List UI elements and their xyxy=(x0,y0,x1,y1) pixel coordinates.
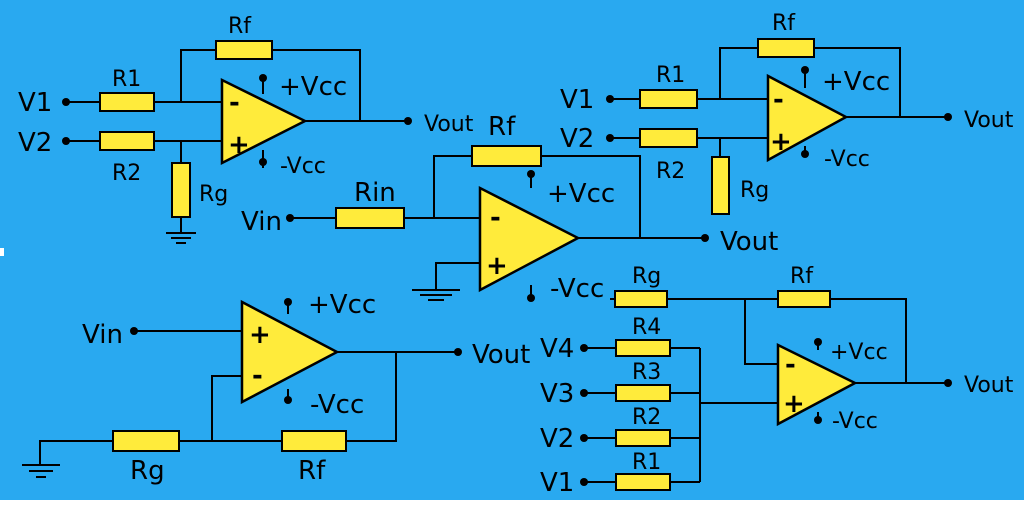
op-amp xyxy=(220,77,308,166)
label-rg: Rg xyxy=(632,264,661,289)
resistor-r2 xyxy=(99,131,155,151)
label-r1: R1 xyxy=(656,63,685,88)
label-minus-vcc: -Vcc xyxy=(832,409,878,434)
resistor-r3 xyxy=(615,384,671,402)
pin-plus: + xyxy=(486,251,508,281)
op-amp xyxy=(240,299,340,405)
label-vin: Vin xyxy=(82,320,123,350)
background-notch xyxy=(0,248,4,256)
label-plus-vcc: +Vcc xyxy=(547,179,615,209)
op-amp xyxy=(776,342,858,427)
pin-minus: - xyxy=(785,350,796,380)
label-plus-vcc: +Vcc xyxy=(830,340,888,365)
resistor-r1 xyxy=(639,89,698,109)
label-rg: Rg xyxy=(130,456,165,486)
resistor-rg xyxy=(711,156,730,215)
pin-minus: - xyxy=(490,203,501,233)
resistor-rf xyxy=(215,40,273,60)
label-v2: V2 xyxy=(560,124,594,154)
label-vout: Vout xyxy=(964,373,1014,398)
resistor-r2 xyxy=(615,429,671,447)
label-vout: Vout xyxy=(424,112,474,137)
label-vout: Vout xyxy=(964,108,1014,133)
label-v2: V2 xyxy=(540,424,574,454)
circuit-summing-amp: Rg Rf R4 R3 R2 R1 V4 V3 V2 V1 - + +Vcc -… xyxy=(540,264,1014,498)
resistor-r1 xyxy=(99,92,155,112)
label-vin: Vin xyxy=(241,207,282,237)
op-amp xyxy=(478,185,581,293)
resistor-rf xyxy=(471,145,542,167)
circuit-non-inverting-amp: Vin Rg Rf + - +Vcc -Vcc Vout xyxy=(22,290,530,486)
pin-plus: + xyxy=(770,127,792,157)
label-minus-vcc: -Vcc xyxy=(280,154,326,179)
label-rf: Rf xyxy=(488,112,516,142)
label-rf: Rf xyxy=(790,264,814,289)
label-rf: Rf xyxy=(772,11,796,36)
resistor-rin xyxy=(335,207,405,229)
label-v3: V3 xyxy=(540,379,574,409)
label-plus-vcc: +Vcc xyxy=(279,72,347,102)
label-rg: Rg xyxy=(740,178,769,203)
resistor-rf xyxy=(757,38,815,58)
label-rf: Rf xyxy=(298,456,326,486)
label-rg: Rg xyxy=(199,182,228,207)
pin-minus: - xyxy=(229,88,240,118)
label-r3: R3 xyxy=(632,360,661,385)
label-v1: V1 xyxy=(540,468,574,498)
pin-minus: - xyxy=(773,85,784,115)
op-amp xyxy=(766,73,849,163)
resistor-rg xyxy=(614,290,668,308)
circuit-inverting-amp: Vin Rin Rf Vout Vout - + +Vcc -Vcc xyxy=(241,112,778,304)
label-minus-vcc: -Vcc xyxy=(550,274,604,304)
label-v1: V1 xyxy=(18,88,52,118)
label-rin: Rin xyxy=(354,178,396,208)
label-minus-vcc: -Vcc xyxy=(310,390,364,420)
pin-plus: + xyxy=(228,130,250,160)
resistor-r1 xyxy=(615,473,671,491)
label-r1: R1 xyxy=(632,450,661,475)
label-r4: R4 xyxy=(632,315,661,340)
circuit-differential-amp-left: V1 V2 R1 R2 Rf Rg - + +Vcc -Vcc Vout xyxy=(18,14,474,244)
label-plus-vcc: +Vcc xyxy=(822,67,890,97)
label-minus-vcc: -Vcc xyxy=(824,147,870,172)
circuit-differential-amp-right: V1 V2 R1 R2 Rf Rg - + +Vcc -Vcc Vout xyxy=(560,11,1014,215)
resistor-rg xyxy=(171,162,191,218)
label-v2: V2 xyxy=(18,128,52,158)
label-r2: R2 xyxy=(656,159,685,184)
resistor-rf xyxy=(777,290,831,308)
pin-plus: + xyxy=(783,389,805,419)
label-r2: R2 xyxy=(112,161,141,186)
resistor-r4 xyxy=(615,339,671,357)
label-v1: V1 xyxy=(560,85,594,115)
resistor-rg xyxy=(112,430,180,452)
label-vout: Vout xyxy=(720,227,778,257)
label-rf: Rf xyxy=(228,14,252,39)
resistor-rf xyxy=(281,430,347,452)
label-vout: Vout xyxy=(472,340,530,370)
pin-minus: - xyxy=(252,361,263,391)
label-plus-vcc: +Vcc xyxy=(308,290,376,320)
label-v4: V4 xyxy=(540,334,574,364)
resistor-r2 xyxy=(639,128,698,148)
label-r2: R2 xyxy=(632,405,661,430)
pin-plus: + xyxy=(249,320,271,350)
label-r1: R1 xyxy=(112,67,141,92)
